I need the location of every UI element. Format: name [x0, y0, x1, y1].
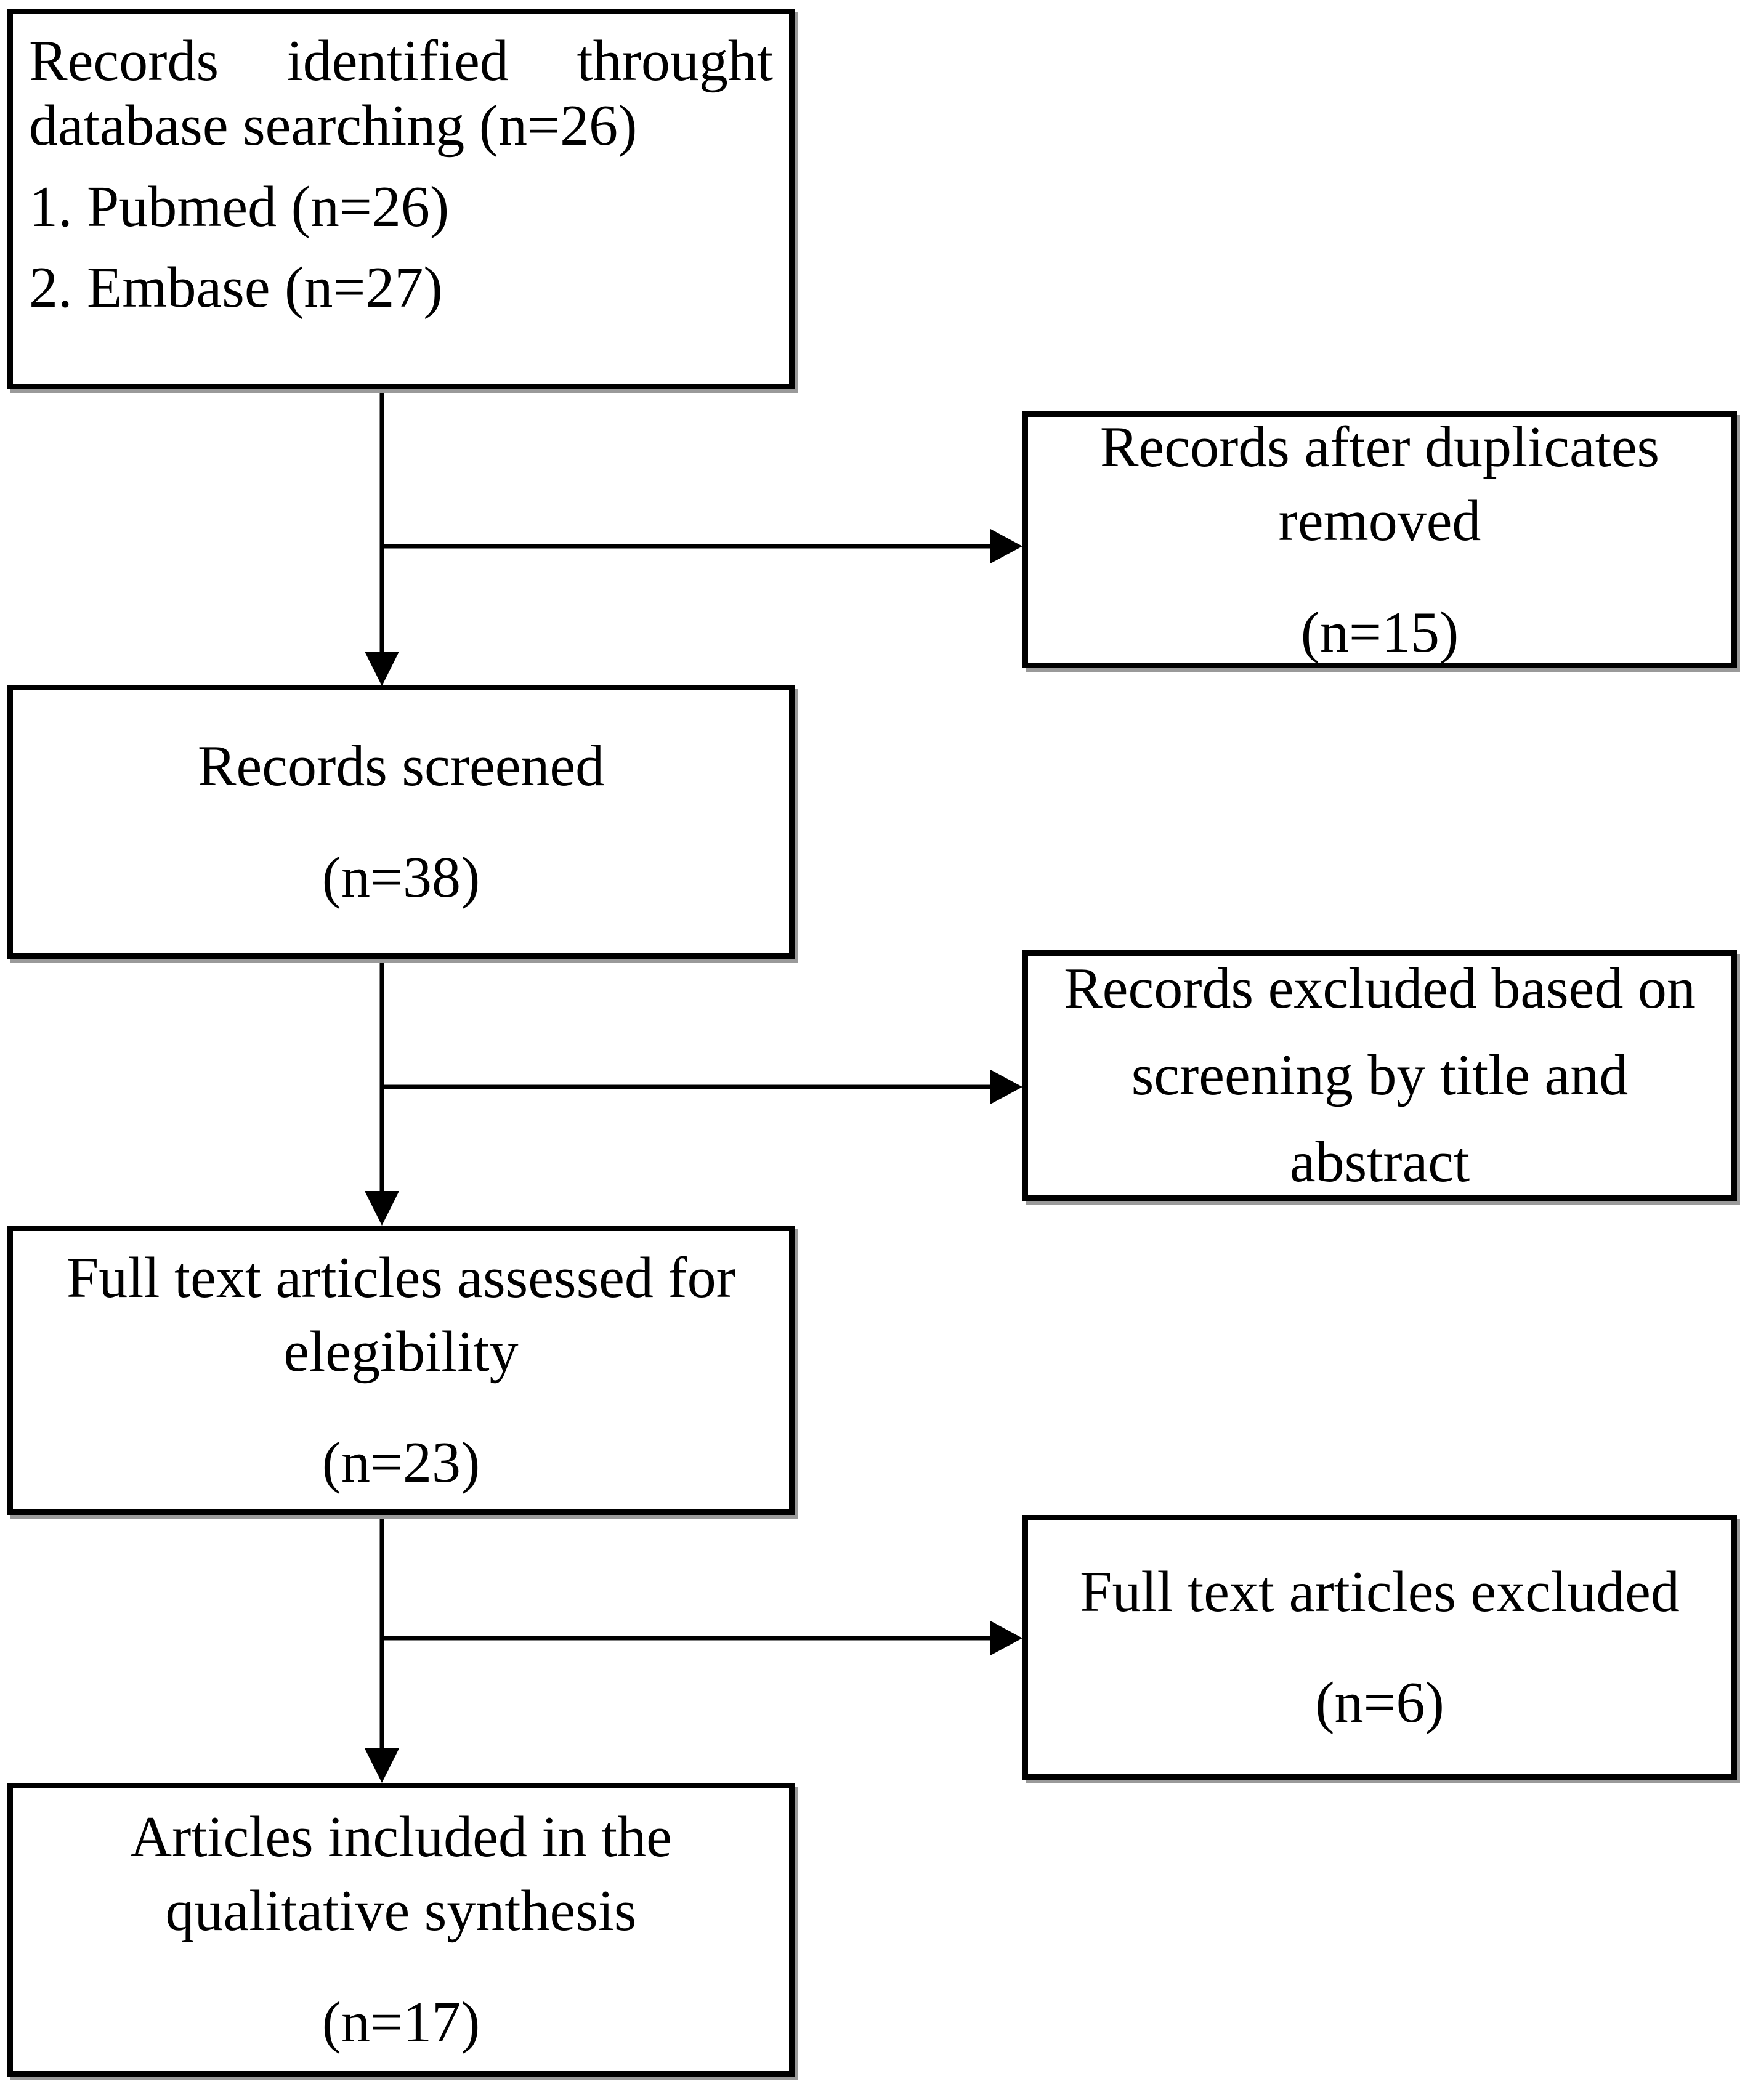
box-records-screened: Records screened (n=38)	[7, 685, 795, 959]
box-records-identified: Records identified throught database sea…	[7, 9, 795, 389]
records-identified-heading-line1: Records identified throught	[29, 29, 773, 93]
arrow-branch-to-fulltext-excluded	[382, 1621, 1022, 1655]
label-line: elegibility	[283, 1319, 519, 1384]
label-line: Records after duplicates	[1099, 415, 1660, 480]
arrow-identified-to-screened	[365, 389, 399, 686]
records-identified-heading-line2: database searching (n=26)	[29, 94, 638, 158]
arrow-branch-to-duplicates-removed	[382, 529, 1022, 563]
label-line: Records excluded based on	[1064, 956, 1696, 1020]
box-articles-included: Articles included in the qualitative syn…	[7, 1783, 795, 2077]
source-item-embase: 2. Embase (n=27)	[29, 255, 443, 320]
fulltext-assessed-label: Full text articles assessed for elegibil…	[67, 1241, 735, 1389]
label-line: qualitative synthesis	[165, 1879, 637, 1944]
fulltext-excluded-count: (n=6)	[1315, 1671, 1444, 1735]
arrow-head-down-icon	[365, 652, 399, 686]
arrow-head-right-icon	[990, 529, 1022, 563]
fulltext-assessed-count: (n=23)	[322, 1431, 480, 1495]
label-line: Records screened	[197, 734, 605, 799]
articles-included-count: (n=17)	[322, 1990, 480, 2054]
arrow-screened-to-fulltext	[365, 959, 399, 1226]
duplicates-removed-count: (n=15)	[1300, 600, 1459, 664]
fulltext-excluded-label: Full text articles excluded	[1080, 1555, 1680, 1629]
records-screened-count: (n=38)	[322, 845, 480, 910]
arrow-branch-to-excluded-screening	[382, 1070, 1022, 1104]
articles-included-label: Articles included in the qualitative syn…	[130, 1800, 672, 1949]
records-screened-label: Records screened	[198, 729, 604, 803]
arrow-head-right-icon	[990, 1070, 1022, 1104]
box-fulltext-excluded: Full text articles excluded (n=6)	[1022, 1515, 1737, 1780]
box-duplicates-removed: Records after duplicates removed (n=15)	[1022, 411, 1737, 668]
arrow-fulltext-to-included	[365, 1515, 399, 1783]
duplicates-removed-label: Records after duplicates removed	[1100, 410, 1659, 559]
label-line: Full text articles excluded	[1080, 1559, 1680, 1624]
label-line: screening by title and	[1131, 1043, 1629, 1107]
label-line: Full text articles assessed for	[67, 1245, 735, 1310]
source-item-pubmed: 1. Pubmed (n=26)	[29, 174, 450, 239]
arrow-head-down-icon	[365, 1191, 399, 1226]
label-line: removed	[1278, 489, 1481, 554]
box-records-excluded-screening: Records excluded based on screening by t…	[1022, 950, 1737, 1201]
label-line: Articles included in the	[130, 1805, 672, 1870]
label-line: abstract	[1289, 1130, 1470, 1194]
arrow-head-right-icon	[990, 1621, 1022, 1655]
arrow-head-down-icon	[365, 1748, 399, 1783]
box-fulltext-assessed: Full text articles assessed for elegibil…	[7, 1226, 795, 1515]
records-excluded-label: Records excluded based on screening by t…	[1064, 945, 1696, 1206]
